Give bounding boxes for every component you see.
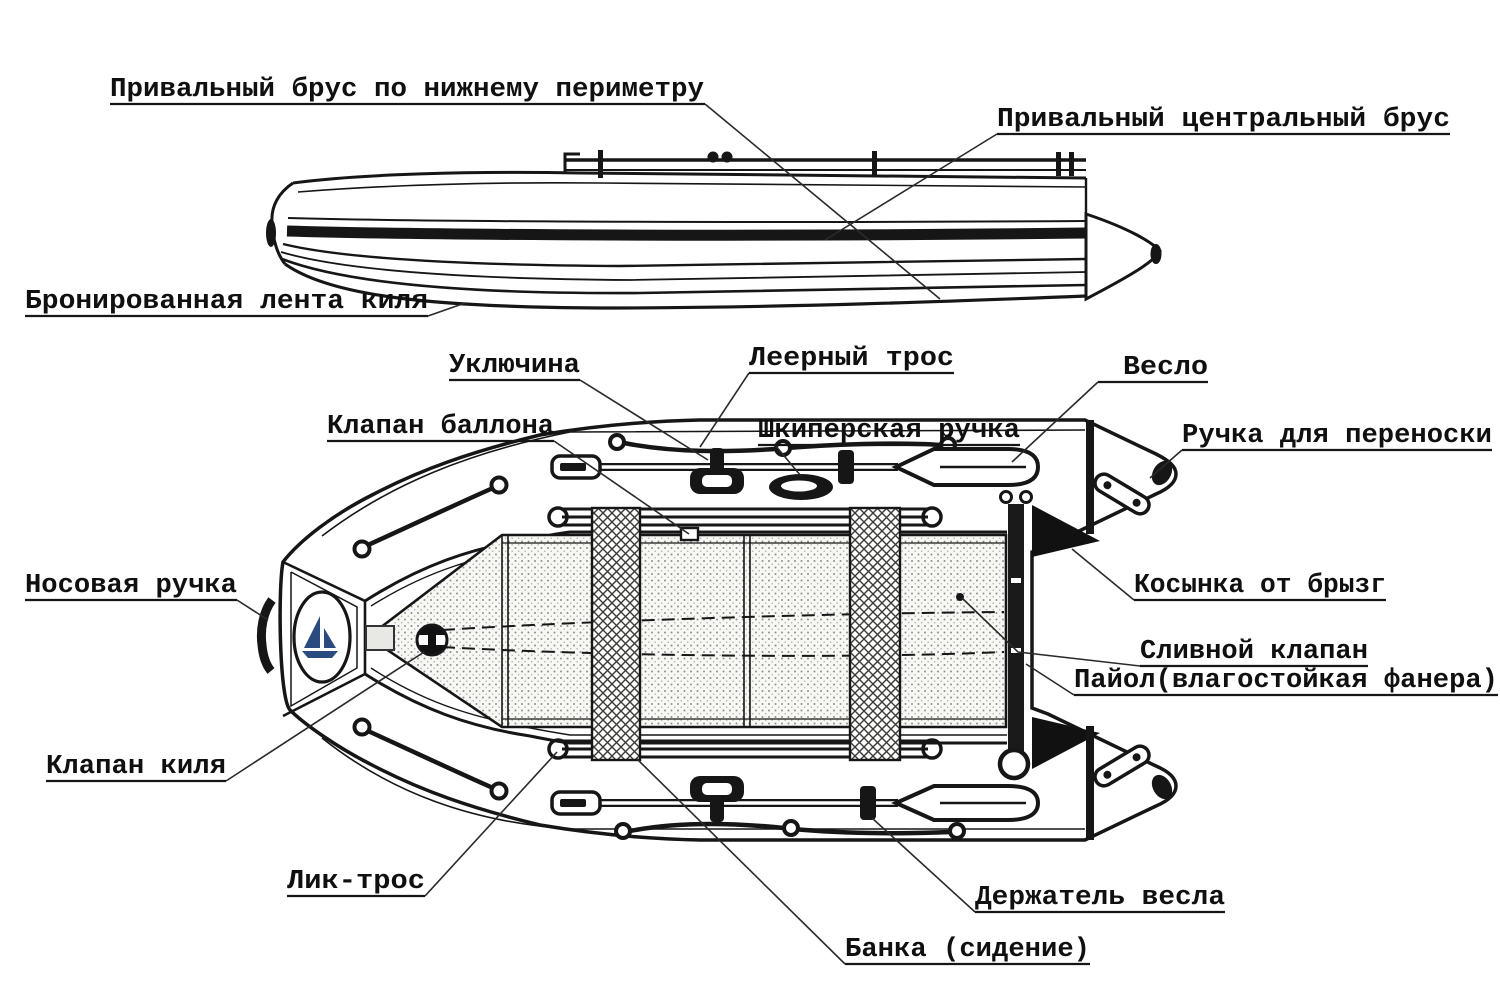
side-view xyxy=(266,150,1162,310)
floor-joint-1 xyxy=(501,535,509,727)
transom xyxy=(1008,504,1024,766)
floor-panels xyxy=(365,533,1008,729)
seat-bench-1 xyxy=(590,506,642,762)
label-rowlock: Уключина xyxy=(449,351,709,461)
spray-gusset-bottom xyxy=(1032,717,1100,769)
label-skipper-handle-text: Шкиперская ручка xyxy=(758,416,1020,446)
label-gunwale-central: Привальный центральный брус xyxy=(824,105,1450,241)
rail-knob xyxy=(707,151,719,163)
label-floorboard-text: Пайол(влагостойкая фанера) xyxy=(1074,666,1498,696)
label-spray-gusset: Косынка от брызг xyxy=(1071,548,1386,602)
label-drain-valve-text: Сливной клапан xyxy=(1140,637,1368,667)
oar-holder-icon xyxy=(860,786,876,820)
label-carry-handle: Ручка для переноски xyxy=(1149,421,1492,479)
label-oar: Весло xyxy=(1011,353,1208,463)
side-strake-1 xyxy=(282,242,1087,268)
side-top-rail xyxy=(563,150,1086,178)
top-view xyxy=(256,418,1178,842)
tube-inner-edge-bottom-2 xyxy=(370,667,1007,736)
rail-tick xyxy=(872,151,877,177)
rail-tick xyxy=(598,150,603,178)
side-hull-top-edge xyxy=(292,170,1087,185)
transom-ring xyxy=(997,747,1031,781)
label-oar-holder-text: Держатель весла xyxy=(975,883,1225,913)
side-keel-line xyxy=(284,262,1087,310)
label-seat-text: Банка (сидение) xyxy=(845,935,1090,965)
label-rowlock-text: Уключина xyxy=(449,351,580,381)
floor-joint-2 xyxy=(743,535,751,727)
label-keel-armor-tape-text: Бронированная лента киля xyxy=(25,287,428,317)
side-bow-handle-icon xyxy=(266,219,276,247)
label-carry-handle-text: Ручка для переноски xyxy=(1182,421,1492,451)
label-floorboard: Пайол(влагостойкая фанера) xyxy=(1025,663,1498,697)
label-lik-rope: Лик-трос xyxy=(287,751,558,898)
label-gunwale-lower-text: Привальный брус по нижнему периметру xyxy=(110,75,704,105)
carry-handle-top xyxy=(1093,472,1151,516)
label-tube-valve: Клапан баллона xyxy=(327,412,690,535)
side-strake-2 xyxy=(280,251,1087,281)
oar-bottom xyxy=(550,776,1041,822)
transom-bracket xyxy=(1019,490,1033,504)
side-stern-cone xyxy=(1084,211,1162,302)
rowlock-pin xyxy=(710,448,724,474)
floorboard-assembly xyxy=(365,533,1008,729)
bow-handle-icon xyxy=(256,597,276,674)
label-keel-valve-text: Клапан киля xyxy=(46,752,226,782)
label-tube-valve-text: Клапан баллона xyxy=(327,412,554,442)
label-spray-gusset-text: Косынка от брызг xyxy=(1134,571,1386,601)
label-keel-valve: Клапан киля xyxy=(46,651,425,783)
cone-base-top xyxy=(1086,420,1094,534)
side-stripe-thin xyxy=(287,217,1087,223)
rail-tick xyxy=(1069,152,1074,176)
keel-dash-line-1 xyxy=(441,611,1005,631)
brand-logo-icon xyxy=(302,616,338,658)
rail-tick xyxy=(1056,152,1061,176)
label-grab-rope: Леерный трос xyxy=(699,344,954,448)
oar-top xyxy=(550,447,1041,500)
label-seat: Банка (сидение) xyxy=(635,757,1090,966)
label-bow-handle-text: Носовая ручка xyxy=(25,571,237,601)
label-oar-holder: Держатель весла xyxy=(871,817,1225,914)
label-skipper-handle: Шкиперская ручка xyxy=(758,416,1020,477)
oar-collar xyxy=(838,450,854,484)
keel-valve-assembly xyxy=(365,623,449,657)
labels: Привальный брус по нижнему периметру При… xyxy=(25,75,1498,966)
transom-bracket xyxy=(999,490,1013,504)
grab-rope-top xyxy=(608,433,957,457)
label-oar-text: Весло xyxy=(1123,353,1208,383)
grab-rope-bottom xyxy=(614,819,966,840)
label-grab-rope-text: Леерный трос xyxy=(749,344,954,374)
side-hull-seam xyxy=(297,181,1087,193)
bow-logo-ellipse xyxy=(292,590,352,684)
seat-bench-2 xyxy=(848,506,902,762)
stern-assembly xyxy=(997,420,1173,840)
bow-ropes xyxy=(352,475,509,801)
cone-tip-bottom xyxy=(1151,774,1173,800)
carry-handle-bottom xyxy=(1093,744,1151,788)
label-keel-armor-tape: Бронированная лента киля xyxy=(25,287,466,318)
side-cone-tip xyxy=(1150,244,1162,264)
label-gunwale-central-text: Привальный центральный брус xyxy=(997,105,1450,135)
label-gunwale-lower: Привальный брус по нижнему периметру xyxy=(110,75,941,300)
label-drain-valve: Сливной клапан xyxy=(961,597,1368,668)
cone-tip-top xyxy=(1151,460,1173,486)
label-lik-rope-text: Лик-трос xyxy=(287,867,425,897)
keel-dash-line-2 xyxy=(441,646,1005,657)
tube-seam-top xyxy=(321,429,1086,537)
rail-knob xyxy=(721,151,733,163)
side-central-stripe xyxy=(286,225,1087,241)
rowlock-pin xyxy=(710,796,724,822)
tube-seam-bottom xyxy=(321,737,1085,830)
side-strake-3 xyxy=(281,257,1087,295)
label-bow-handle: Носовая ручка xyxy=(25,571,269,621)
cone-base-bottom xyxy=(1086,726,1094,840)
spray-gusset-top xyxy=(1032,505,1100,557)
keel-valve-icon xyxy=(415,623,449,657)
